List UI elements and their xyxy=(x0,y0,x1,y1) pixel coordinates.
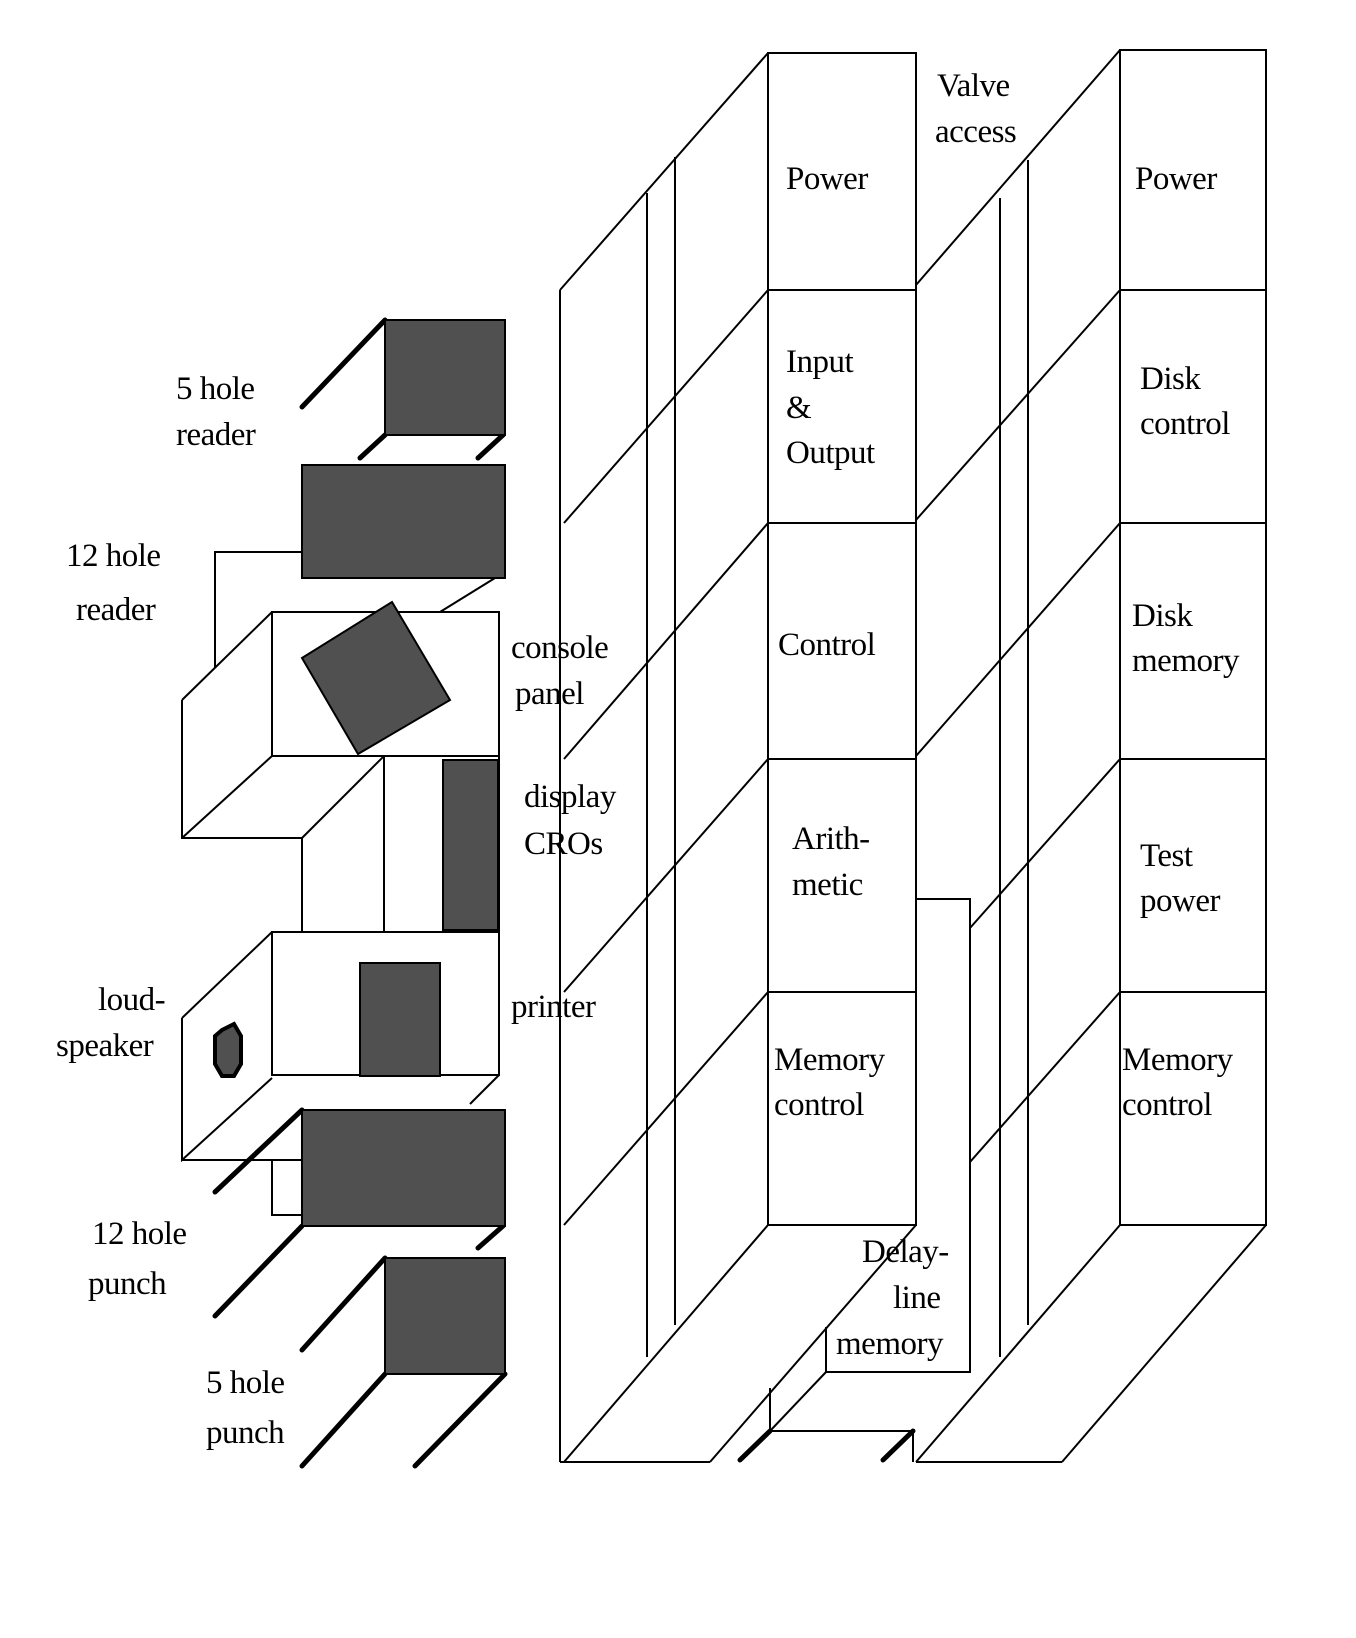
equipment xyxy=(212,317,508,1469)
labels: Valve access Power Input & Output Contro… xyxy=(56,68,1240,1451)
five-hole-punch-unit xyxy=(299,1255,508,1469)
twelve-hole-reader-label: 12 hole reader xyxy=(66,538,168,628)
five-hole-reader-label: 5 hole reader xyxy=(176,371,262,453)
loudspeaker-label: loud- speaker xyxy=(56,982,173,1064)
console-panel-label: console panel xyxy=(511,630,616,712)
disk-memory-label: Disk memory xyxy=(1132,598,1240,679)
arithmetic-label: Arith- metic xyxy=(792,821,877,903)
printer-label: printer xyxy=(511,989,596,1025)
console-panel-unit xyxy=(300,600,452,756)
printer-unit xyxy=(359,962,441,1077)
left-rack xyxy=(559,52,917,1463)
right-rack xyxy=(915,49,1267,1463)
delay-line-memory-label: Delay- line memory xyxy=(836,1234,957,1362)
display-cros-unit xyxy=(442,759,499,931)
twelve-hole-punch-label: 12 hole punch xyxy=(88,1216,194,1302)
loudspeaker-icon xyxy=(213,1021,243,1078)
twelve-hole-punch-unit xyxy=(212,1107,506,1319)
control-label: Control xyxy=(778,627,876,663)
power-right-label: Power xyxy=(1135,161,1217,197)
valve-access-label: Valve access xyxy=(935,68,1017,150)
display-cros-label: display CROs xyxy=(524,779,624,862)
twelve-hole-reader-unit xyxy=(301,464,506,579)
power-left-label: Power xyxy=(786,161,868,197)
disk-control-label: Disk control xyxy=(1140,361,1230,442)
five-hole-reader-unit xyxy=(299,317,506,461)
memory-control-right-label: Memory control xyxy=(1122,1042,1240,1123)
test-power-label: Test power xyxy=(1140,838,1220,919)
input-output-label: Input & Output xyxy=(786,344,875,471)
memory-control-left-label: Memory control xyxy=(774,1042,892,1123)
delay-line-memory-unit xyxy=(737,898,971,1463)
five-hole-punch-label: 5 hole punch xyxy=(206,1365,292,1451)
